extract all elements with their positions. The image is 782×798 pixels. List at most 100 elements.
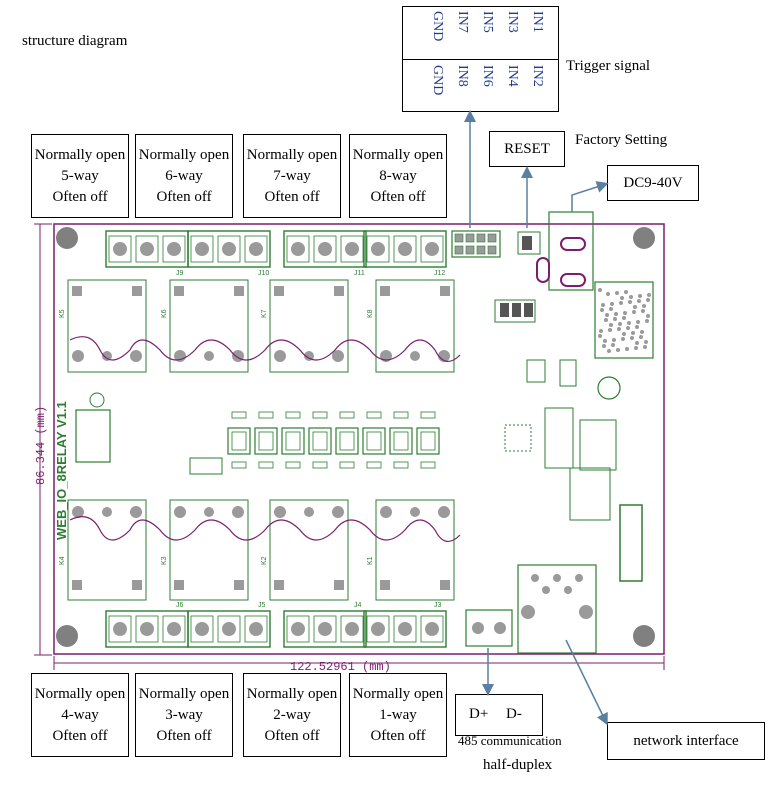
terminal-screw — [113, 622, 127, 636]
height-dimension-text: 86.344 (mm) — [34, 406, 48, 485]
relay-pad — [332, 350, 344, 362]
via — [631, 331, 635, 335]
relay-pad — [274, 350, 286, 362]
relay-label-l3: Often off — [370, 189, 426, 205]
relay-ref: K4 — [59, 556, 66, 565]
relay-pad — [380, 506, 392, 518]
terminal-cell — [162, 235, 186, 263]
relay-label-l1: Normally open — [246, 686, 338, 702]
terminal-screw — [425, 622, 439, 636]
terminal-screw — [167, 622, 181, 636]
optocoupler-body — [339, 431, 355, 451]
terminal-screw — [291, 242, 305, 256]
resistor — [366, 411, 382, 419]
relay-label-l2: 3-way — [165, 707, 203, 723]
via — [647, 293, 651, 297]
via — [619, 301, 623, 305]
via — [607, 349, 611, 353]
relay-ref: K5 — [59, 309, 66, 318]
arrow-power — [571, 181, 609, 212]
terminal-screw — [345, 622, 359, 636]
via — [629, 295, 633, 299]
via — [605, 313, 609, 317]
resistor — [258, 411, 274, 419]
terminal-screw — [249, 242, 263, 256]
resistor — [393, 461, 409, 469]
via — [622, 316, 626, 320]
via — [616, 348, 620, 352]
relay-footprint — [169, 279, 249, 373]
optocoupler-body — [366, 431, 382, 451]
via — [632, 310, 636, 314]
relay-label-l2: 7-way — [273, 168, 311, 184]
via — [622, 332, 626, 336]
optocoupler-body — [393, 431, 409, 451]
relay-ref: K7 — [261, 309, 268, 318]
terminal-cell — [286, 235, 310, 263]
via — [603, 339, 607, 343]
connector-label: J10 — [258, 270, 269, 277]
relay-ref: K6 — [161, 309, 168, 318]
optocoupler-body — [231, 431, 247, 451]
terminal-screw — [318, 242, 332, 256]
terminal-block — [187, 230, 271, 268]
diode — [189, 457, 223, 475]
via — [598, 334, 602, 338]
terminal-cell — [162, 615, 186, 643]
relay-pad — [102, 351, 112, 361]
terminal-screw — [371, 242, 385, 256]
callout-arrows — [464, 110, 609, 726]
resistor — [231, 461, 247, 469]
relay-pad — [174, 580, 184, 590]
via — [621, 337, 625, 341]
resistor — [285, 461, 301, 469]
via — [608, 328, 612, 332]
pin-label-gnd: GND — [430, 11, 445, 42]
relay-label-l1: Normally open — [34, 147, 126, 163]
terminal-cell — [420, 235, 444, 263]
relay-footprint — [375, 279, 455, 373]
relay-label-l3: Often off — [370, 728, 426, 744]
terminal-cell — [135, 235, 159, 263]
half-duplex-label: half-duplex — [483, 757, 553, 773]
resistor — [231, 411, 247, 419]
terminal-screw — [222, 242, 236, 256]
via — [646, 298, 650, 302]
terminal-screw — [291, 622, 305, 636]
via — [612, 338, 616, 342]
pin-label-in1: IN1 — [530, 11, 545, 33]
relay-label-l3: Often off — [264, 189, 320, 205]
relay-pad — [102, 507, 112, 517]
board-outline — [53, 223, 665, 655]
arrow-network — [565, 639, 608, 726]
terminal-cell — [366, 235, 390, 263]
relay-pad — [234, 286, 244, 296]
network-interface-box: network interface — [607, 722, 765, 760]
terminal-screw — [345, 242, 359, 256]
height-dimension — [34, 223, 52, 656]
relay-label-l2: 6-way — [165, 168, 203, 184]
via — [599, 329, 603, 333]
terminal-cell — [313, 235, 337, 263]
relay-label-l1: Normally open — [138, 686, 230, 702]
terminal-cell — [217, 615, 241, 643]
width-dimension — [53, 656, 665, 670]
relay-label-l3: Often off — [264, 728, 320, 744]
relay-ref: K3 — [161, 556, 168, 565]
relay-label-l2: 5-way — [61, 168, 99, 184]
terminal-cell — [393, 615, 417, 643]
pin-label-in6: IN6 — [480, 65, 495, 87]
relay-footprint — [67, 279, 147, 373]
terminal-screw — [195, 622, 209, 636]
connector-label: J4 — [354, 602, 362, 609]
power-label: DC9-40V — [623, 175, 683, 191]
relay-pad — [132, 580, 142, 590]
relay-pad — [380, 350, 392, 362]
pin-label-in3: IN3 — [505, 11, 520, 33]
relay-pad — [334, 286, 344, 296]
pin-label-in7: IN7 — [455, 11, 470, 33]
relay-ref: K8 — [367, 309, 374, 318]
terminal-cell — [244, 235, 268, 263]
